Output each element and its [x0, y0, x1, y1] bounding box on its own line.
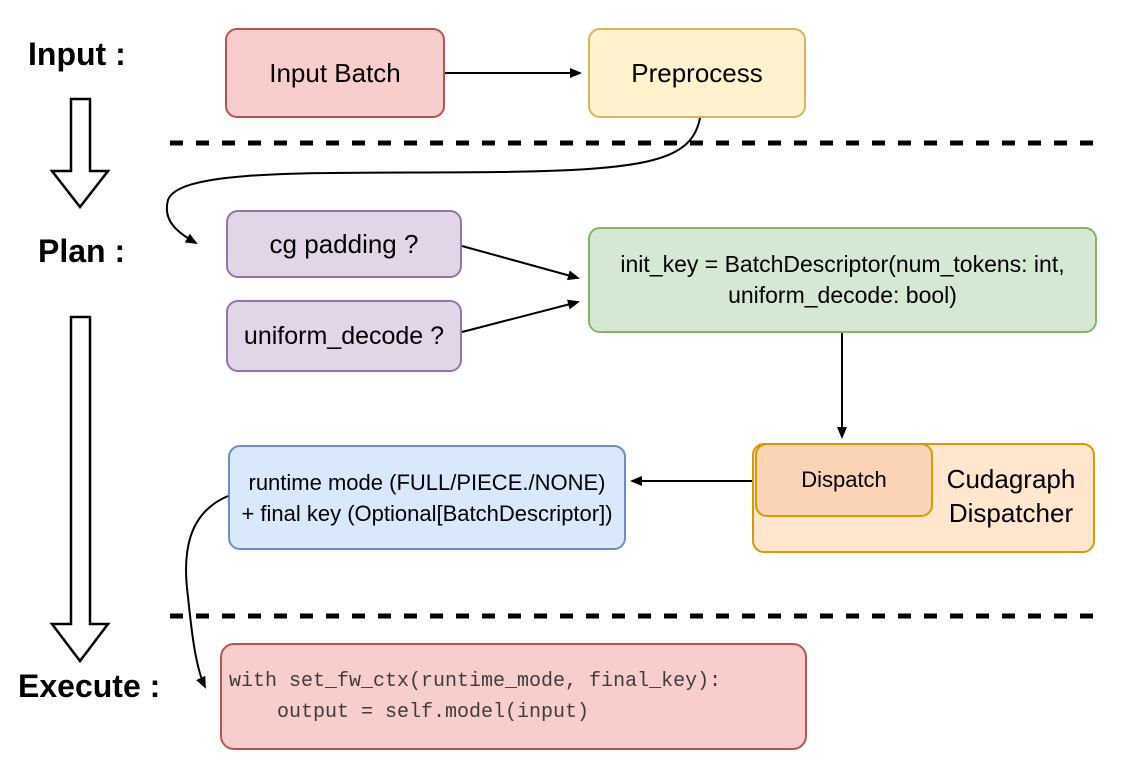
execute-code-line2: output = self.model(input) [229, 700, 590, 724]
cg-padding-node: cg padding ? [226, 210, 462, 278]
stage-label-plan: Plan : [38, 233, 126, 269]
stage-label-execute: Execute : [18, 668, 161, 704]
connector-uniformdecode-to-initkey [461, 299, 580, 333]
uniform-decode-node: uniform_decode ? [226, 300, 462, 372]
runtime-mode-line2: + final key (Optional[BatchDescriptor]) [241, 500, 613, 526]
preprocess-node: Preprocess [588, 28, 806, 118]
execute-code-node: with set_fw_ctx(runtime_mode, final_key)… [220, 643, 807, 750]
input-to-plan-arrow-icon [49, 97, 111, 210]
init-key-line1: init_key = BatchDescriptor(num_tokens: i… [620, 251, 1065, 277]
init-key-node: init_key = BatchDescriptor(num_tokens: i… [588, 227, 1097, 333]
runtime-mode-node: runtime mode (FULL/PIECE./NONE) + final … [228, 445, 626, 550]
runtime-mode-line1: runtime mode (FULL/PIECE./NONE) [248, 469, 606, 495]
init-key-line2: uniform_decode: bool) [728, 282, 957, 308]
dispatch-label: Dispatch [801, 467, 887, 492]
cg-padding-label: cg padding ? [269, 228, 419, 259]
dispatch-node: Dispatch [755, 443, 933, 517]
plan-to-execute-arrow-icon [49, 315, 111, 664]
input-batch-node: Input Batch [225, 28, 445, 118]
preprocess-label: Preprocess [631, 57, 763, 88]
input-batch-label: Input Batch [269, 57, 401, 88]
execute-code-line1: with set_fw_ctx(runtime_mode, final_key)… [229, 669, 722, 693]
cudagraph-dispatcher-label: Cudagraph Dispatcher [946, 464, 1076, 528]
stage-label-input: Input : [28, 36, 126, 72]
connector-cgpadding-to-initkey [461, 245, 580, 281]
uniform-decode-label: uniform_decode ? [243, 321, 445, 350]
